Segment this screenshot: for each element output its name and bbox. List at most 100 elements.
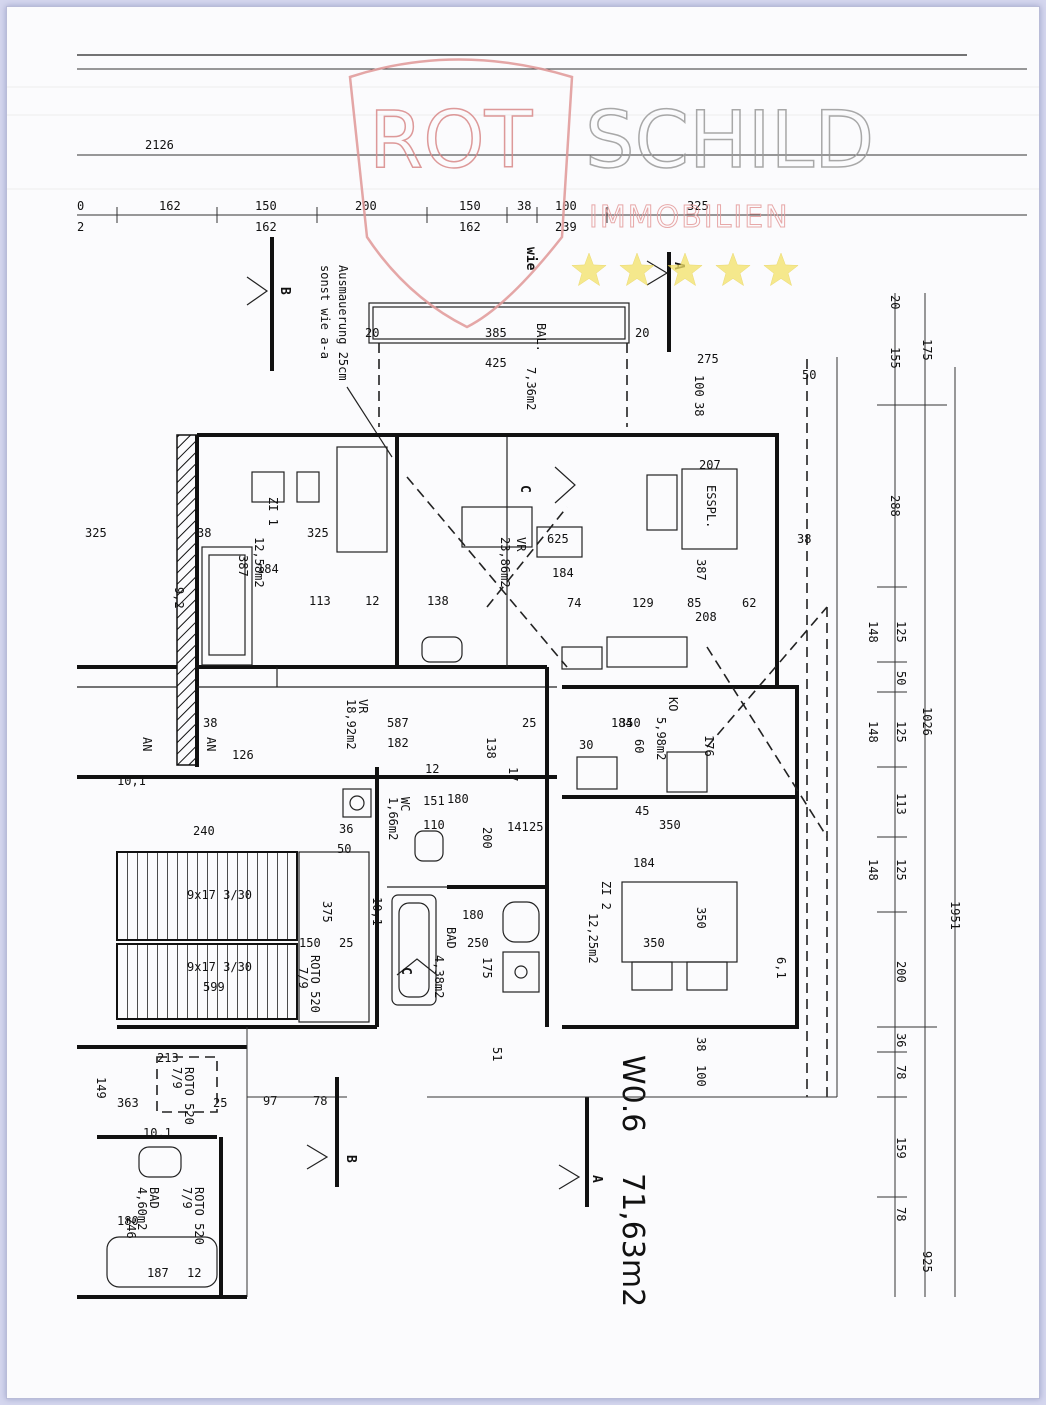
svg-text:20: 20	[888, 295, 902, 309]
svg-text:36: 36	[339, 822, 353, 836]
svg-text:159: 159	[894, 1137, 908, 1159]
unit-area: 71,63m2	[615, 1173, 650, 1307]
svg-text:184: 184	[257, 562, 279, 576]
svg-text:B: B	[343, 1155, 358, 1163]
svg-text:387: 387	[236, 555, 250, 577]
svg-text:182: 182	[387, 736, 409, 750]
svg-text:ZI 2: ZI 2	[599, 881, 613, 910]
section-marker-a-bottom: A	[558, 1097, 604, 1207]
svg-text:C: C	[398, 967, 413, 975]
svg-text:38: 38	[694, 1037, 708, 1051]
svg-text:150: 150	[299, 936, 321, 950]
svg-text:375: 375	[320, 901, 334, 923]
svg-text:387: 387	[694, 559, 708, 581]
svg-text:78: 78	[313, 1094, 327, 1108]
logo-subtitle: IMMOBILIEN	[589, 200, 790, 235]
svg-text:151: 151	[423, 794, 445, 808]
svg-text:200: 200	[894, 961, 908, 983]
svg-text:625: 625	[547, 532, 569, 546]
svg-text:4,38m2: 4,38m2	[432, 955, 446, 998]
svg-text:5,98m2: 5,98m2	[654, 717, 668, 760]
svg-text:25: 25	[213, 1096, 227, 1110]
svg-text:385: 385	[485, 326, 507, 340]
dim-label: 38	[517, 199, 531, 213]
dim-label: 100	[555, 199, 577, 213]
svg-text:250: 250	[467, 936, 489, 950]
dim-label: 9,2	[172, 587, 186, 609]
svg-text:20: 20	[635, 326, 649, 340]
svg-text:184: 184	[611, 716, 633, 730]
logo-stars	[571, 252, 799, 287]
svg-text:148: 148	[866, 621, 880, 643]
star-icon	[667, 252, 703, 287]
svg-text:246: 246	[124, 1217, 138, 1239]
section-marker-b-bottom: B	[306, 1077, 358, 1187]
right-dimensions: 20 175 155 288 148 125 50 148 125 1026 1…	[866, 293, 962, 1297]
ausmauerung-note-2: sonst wie a-a	[318, 265, 332, 359]
svg-text:1951: 1951	[948, 901, 962, 930]
svg-text:ROTO 520: ROTO 520	[308, 955, 322, 1013]
svg-text:148: 148	[866, 859, 880, 881]
svg-text:60: 60	[632, 739, 646, 753]
star-icon	[763, 252, 799, 287]
svg-text:78: 78	[894, 1065, 908, 1079]
floor-plan-frame: 2126 0 2 162 150 162 200 150 162 38 100 …	[6, 6, 1040, 1399]
svg-text:25: 25	[522, 716, 536, 730]
svg-text:126: 126	[232, 748, 254, 762]
svg-text:17: 17	[506, 767, 520, 781]
svg-text:38: 38	[692, 402, 706, 416]
svg-text:141: 141	[507, 820, 529, 834]
star-icon	[571, 252, 607, 287]
svg-text:30: 30	[579, 738, 593, 752]
svg-text:213: 213	[157, 1051, 179, 1065]
svg-text:350: 350	[619, 716, 641, 730]
balcony: 20 385 20 425 BAL. 7,36m2	[365, 302, 649, 427]
svg-text:599: 599	[203, 980, 225, 994]
svg-text:51: 51	[490, 1047, 504, 1061]
svg-text:BAD: BAD	[147, 1187, 161, 1209]
svg-text:BAL.: BAL.	[534, 323, 548, 352]
svg-text:85: 85	[687, 596, 701, 610]
svg-text:138: 138	[427, 594, 449, 608]
svg-text:925: 925	[920, 1251, 934, 1273]
logo-word-rot: ROT	[369, 96, 533, 186]
svg-text:12,58m2: 12,58m2	[252, 537, 266, 588]
svg-text:10,1: 10,1	[117, 774, 146, 788]
dim-label: 162	[459, 220, 481, 234]
svg-text:7/9: 7/9	[180, 1187, 194, 1209]
floor-plan-drawing: 2126 0 2 162 150 162 200 150 162 38 100 …	[7, 54, 1039, 1307]
dim-total: 2126	[145, 138, 174, 152]
svg-text:23,86m2: 23,86m2	[498, 537, 512, 588]
svg-text:6,1: 6,1	[774, 957, 788, 979]
dim-label: 325	[85, 526, 107, 540]
svg-text:125: 125	[894, 721, 908, 743]
svg-text:113: 113	[309, 594, 331, 608]
dim-label: 200	[355, 199, 377, 213]
svg-text:113: 113	[894, 793, 908, 815]
svg-text:50: 50	[894, 671, 908, 685]
svg-text:288: 288	[888, 495, 902, 517]
svg-text:129: 129	[632, 596, 654, 610]
svg-text:184: 184	[633, 856, 655, 870]
svg-text:1,66m2: 1,66m2	[386, 797, 400, 840]
svg-text:275: 275	[697, 352, 719, 366]
svg-text:WC: WC	[398, 797, 412, 811]
svg-text:7/9: 7/9	[296, 967, 310, 989]
dim-label: 150	[255, 199, 277, 213]
svg-text:100: 100	[694, 1065, 708, 1087]
svg-text:ROTO 520: ROTO 520	[182, 1067, 196, 1125]
svg-text:125: 125	[894, 621, 908, 643]
svg-text:38: 38	[203, 716, 217, 730]
svg-text:100: 100	[692, 375, 706, 397]
svg-text:36: 36	[894, 1033, 908, 1047]
svg-text:50: 50	[802, 368, 816, 382]
svg-text:180: 180	[462, 908, 484, 922]
svg-text:325: 325	[307, 526, 329, 540]
svg-text:12,25m2: 12,25m2	[586, 913, 600, 964]
room-zi1: ZI 1 12,58m2 387 325 113 12 38 184	[197, 446, 388, 666]
svg-text:18,92m2: 18,92m2	[344, 699, 358, 750]
lower-left-area: 213 149 363 25 ROTO 520 7/9 97 78 10,1 1…	[94, 1051, 347, 1297]
svg-text:184: 184	[552, 566, 574, 580]
svg-text:VR: VR	[356, 699, 370, 714]
staircase: 9x17 3/30 9x17 3/30 599 240 375 150 25 1…	[116, 822, 384, 1023]
